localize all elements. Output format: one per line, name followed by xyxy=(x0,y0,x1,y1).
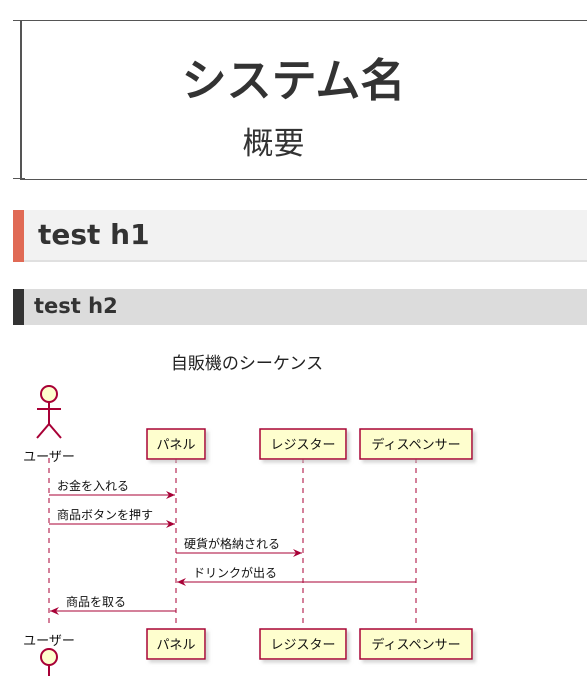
participant-label-bottom-1: パネル xyxy=(156,638,195,653)
heading-2-accent xyxy=(13,289,24,325)
heading-1-accent xyxy=(13,210,24,262)
actor-head-bottom xyxy=(40,648,58,666)
message-arrowhead-2 xyxy=(293,549,302,557)
actor-head-top xyxy=(40,385,58,403)
message-arrowhead-3 xyxy=(177,578,186,586)
participant-box-top-2 xyxy=(259,428,347,460)
heading-2-text: test h2 xyxy=(34,294,118,318)
participant-label-top-1: パネル xyxy=(156,438,195,453)
message-label-0: お金を入れる xyxy=(57,478,129,493)
participant-label-bottom-0: ユーザー xyxy=(23,634,75,649)
cover-frame xyxy=(20,20,587,180)
participant-box-top-3 xyxy=(359,428,473,460)
system-title: システム名 xyxy=(181,54,406,107)
message-label-3: ドリンクが出る xyxy=(193,565,277,580)
message-label-4: 商品を取る xyxy=(66,594,126,609)
message-arrowhead-4 xyxy=(50,607,59,615)
participant-box-top-1 xyxy=(146,428,206,460)
participant-box-bottom-3 xyxy=(359,628,473,660)
frame-tick-bottom xyxy=(13,178,25,179)
message-label-1: 商品ボタンを押す xyxy=(57,507,153,522)
frame-tick-top xyxy=(13,20,25,21)
system-subtitle: 概要 xyxy=(242,126,305,162)
heading-1: test h1 xyxy=(13,210,587,262)
heading-2: test h2 xyxy=(13,289,587,325)
participant-box-bottom-1 xyxy=(146,628,206,660)
actor-leg-left-top xyxy=(36,423,50,439)
participant-label-top-2: レジスター xyxy=(270,438,335,453)
participant-label-top-3: ディスペンサー xyxy=(371,437,460,453)
participant-label-top-0: ユーザー xyxy=(23,450,75,465)
message-arrowhead-1 xyxy=(166,520,175,528)
actor-leg-right-top xyxy=(48,423,62,439)
heading-1-text: test h1 xyxy=(38,218,150,251)
message-label-2: 硬貨が格納される xyxy=(184,536,280,551)
participant-box-bottom-2 xyxy=(259,628,347,660)
message-arrowhead-0 xyxy=(166,491,175,499)
sequence-title: 自販機のシーケンス xyxy=(171,354,323,374)
participant-label-bottom-2: レジスター xyxy=(270,638,335,653)
participant-label-bottom-3: ディスペンサー xyxy=(371,637,460,653)
sequence-diagram: 自販機のシーケンス ユーザーユーザーパネルパネルレジスターレジスターディスペンサ… xyxy=(23,354,473,676)
